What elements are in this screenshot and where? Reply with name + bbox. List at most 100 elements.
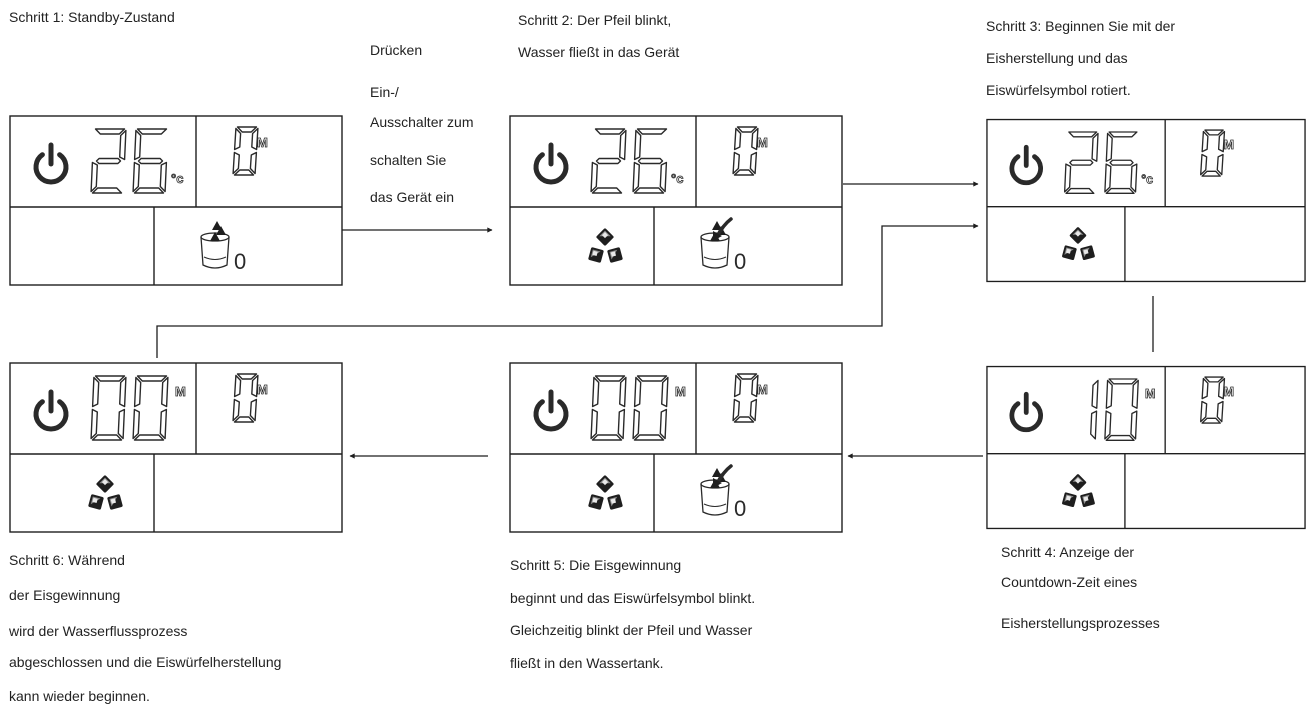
lcd-segment-a bbox=[1204, 376, 1224, 383]
caption-step6-line5: kann wieder beginnen. bbox=[9, 688, 150, 704]
right-lcd-readout: M bbox=[232, 126, 268, 176]
water-counter-label: 0 bbox=[734, 249, 746, 274]
right-lcd-readout: M bbox=[1200, 129, 1234, 177]
power-icon bbox=[533, 142, 569, 185]
lcd-segment-e bbox=[1200, 400, 1208, 423]
lcd-segment-a bbox=[94, 128, 126, 135]
unit-label: °c bbox=[1141, 173, 1153, 187]
lcd-segment-d bbox=[133, 187, 165, 194]
lcd-segment-f bbox=[133, 376, 142, 408]
unit-label: M bbox=[675, 384, 686, 399]
unit-label: °c bbox=[671, 171, 683, 186]
unit-label: °c bbox=[171, 171, 183, 186]
water-tank-icon: 0 bbox=[700, 464, 746, 521]
lcd-segment-e bbox=[232, 398, 241, 422]
caption-step6-line1: Schritt 6: Während bbox=[9, 552, 125, 568]
caption-step5-line2: beginnt und das Eiswürfelsymbol blinkt. bbox=[510, 590, 756, 606]
lcd-segment-g bbox=[595, 157, 622, 165]
lcd-segment-a bbox=[1068, 131, 1098, 138]
lcd-segment-f bbox=[733, 127, 742, 151]
lcd-segment-e bbox=[632, 408, 641, 440]
lcd-segment-e bbox=[232, 151, 241, 175]
lcd-segment-b bbox=[618, 129, 627, 161]
caption-step4-line3: Eisherstellungsprozesses bbox=[1001, 615, 1160, 631]
lcd-segment-a bbox=[236, 373, 258, 380]
flow-arrow-icon bbox=[713, 217, 733, 241]
lcd-segment-e bbox=[1200, 153, 1208, 176]
lcd-segment-e bbox=[590, 161, 599, 193]
lcd-segment-a bbox=[136, 375, 168, 382]
lcd-segment-f bbox=[733, 374, 742, 398]
lcd-segment-e bbox=[1063, 163, 1072, 193]
lcd-segment-e bbox=[632, 161, 641, 193]
lcd-segment-a bbox=[636, 375, 668, 382]
lcd-segment-e bbox=[1104, 410, 1112, 440]
power-icon bbox=[33, 142, 69, 185]
panel-frame bbox=[9, 115, 343, 286]
ice-cubes-icon bbox=[88, 475, 123, 510]
panel-frame bbox=[509, 362, 843, 533]
caption-step4-line2: Countdown-Zeit eines bbox=[1001, 574, 1138, 590]
lcd-segment-a bbox=[1108, 378, 1138, 385]
water-tank-icon: 0 bbox=[700, 217, 746, 274]
left-lcd-readout: °c bbox=[1063, 131, 1154, 194]
display-panel-step2: °c M 0 bbox=[509, 115, 843, 286]
ice-cubes-icon bbox=[1062, 227, 1095, 261]
unit-label: M bbox=[257, 135, 268, 150]
unit-label: M bbox=[257, 382, 268, 397]
caption-press-line2: Ein-/ bbox=[370, 84, 399, 100]
lcd-segment-e bbox=[132, 408, 141, 440]
caption-step6-line3: wird der Wasserflussprozess bbox=[9, 623, 188, 639]
lcd-segment-f bbox=[591, 376, 600, 408]
lcd-segment-a bbox=[94, 375, 126, 382]
lcd-segment-e bbox=[732, 398, 741, 422]
lcd-segment-d bbox=[591, 187, 623, 194]
lcd-segment-b bbox=[118, 376, 127, 408]
caption-step3-line3: Eiswürfelsymbol rotiert. bbox=[986, 82, 1131, 98]
lcd-segment-c bbox=[659, 161, 668, 193]
display-panel-step1: °c M 0 bbox=[9, 115, 343, 286]
lcd-segment-b bbox=[1091, 379, 1099, 409]
lcd-segment-b bbox=[1131, 379, 1139, 409]
lcd-segment-b bbox=[660, 376, 669, 408]
water-tank-icon: 0 bbox=[200, 221, 246, 274]
lcd-segment-d bbox=[591, 434, 623, 441]
lcd-segment-d bbox=[1065, 187, 1095, 194]
lcd-segment-g bbox=[1109, 159, 1134, 166]
lcd-segment-c bbox=[617, 408, 626, 440]
lcd-segment-a bbox=[1108, 131, 1138, 138]
lcd-segment-d bbox=[633, 187, 665, 194]
power-icon bbox=[1009, 144, 1043, 186]
left-lcd-readout: °c bbox=[90, 128, 184, 194]
lcd-segment-a bbox=[594, 375, 626, 382]
power-icon bbox=[33, 389, 69, 432]
lcd-segment-d bbox=[91, 434, 123, 441]
caption-step3-line1: Schritt 3: Beginnen Sie mit der bbox=[986, 18, 1176, 34]
caption-step5-line1: Schritt 5: Die Eisgewinnung bbox=[510, 557, 682, 573]
lcd-segment-f bbox=[633, 129, 642, 161]
lcd-segment-c bbox=[1216, 400, 1224, 423]
lcd-segment-a bbox=[1204, 129, 1224, 136]
caption-step1: Schritt 1: Standby-Zustand bbox=[9, 9, 175, 25]
caption-step5-line3: Gleichzeitig blinkt der Pfeil und Wasser bbox=[510, 622, 753, 638]
caption-press-line4: schalten Sie bbox=[370, 152, 447, 168]
panel-frame bbox=[986, 365, 1306, 530]
panel-frame bbox=[986, 118, 1306, 283]
lcd-segment-f bbox=[633, 376, 642, 408]
ice-cubes-icon bbox=[588, 475, 623, 510]
unit-label: M bbox=[757, 135, 768, 150]
caption-step2-line1: Schritt 2: Der Pfeil blinkt, bbox=[518, 12, 672, 28]
lcd-segment-b bbox=[1091, 132, 1099, 162]
lcd-segment-c bbox=[249, 151, 258, 175]
lcd-segment-b bbox=[1217, 377, 1226, 400]
return-line-step6-to-step3 bbox=[156, 223, 979, 358]
lcd-segment-b bbox=[251, 374, 259, 398]
lcd-segment-d bbox=[1201, 170, 1221, 177]
lcd-segment-c bbox=[1130, 163, 1138, 193]
lcd-segment-d bbox=[1105, 187, 1135, 194]
lcd-segment-d bbox=[633, 434, 665, 441]
lcd-segment-g bbox=[137, 157, 164, 165]
lcd-segment-e bbox=[90, 408, 99, 440]
right-lcd-readout: M bbox=[732, 373, 768, 423]
